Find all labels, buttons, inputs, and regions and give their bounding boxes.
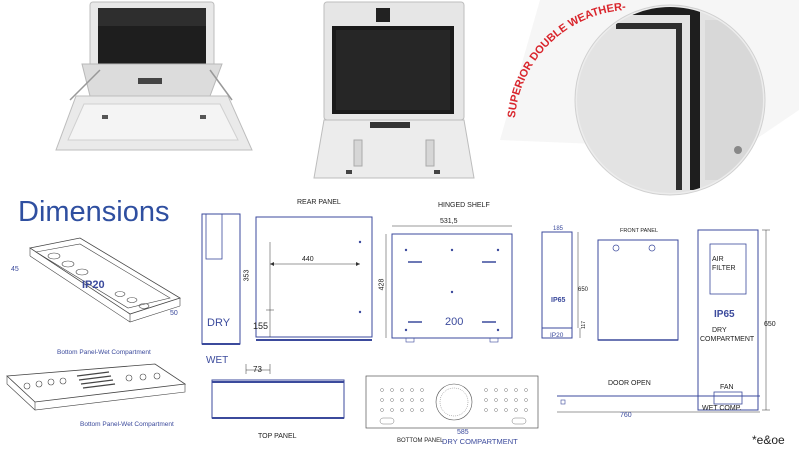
dim-650b: 650	[764, 321, 776, 328]
drawing-front-panel	[590, 234, 690, 349]
drawing-door-open	[555, 386, 770, 416]
fan-label: FAN	[720, 384, 734, 391]
dry-compartment-caption: DRY COMPARTMENT	[442, 437, 518, 446]
seal-banner-text: SUPERIOR DOUBLE WEATHER-RESISTANT SEAL	[501, 0, 626, 118]
hinged-shelf-title: HINGED SHELF	[438, 202, 490, 209]
dim-585: 585	[457, 429, 469, 436]
ip65-label-b: IP65	[714, 309, 735, 320]
drawing-side-profile	[199, 210, 249, 370]
ip65-label-a: IP65	[551, 297, 566, 304]
photo-cabinet-open-left	[55, 0, 260, 180]
air-filter-label-2: FILTER	[712, 265, 736, 272]
top-panel-title: TOP PANEL	[258, 433, 297, 440]
drawing-front-compartments	[690, 224, 799, 424]
wet-comp-label: WET COMP.	[702, 405, 742, 412]
drawing-rear-panel	[236, 212, 376, 382]
dim-428: 428	[378, 278, 386, 291]
photo-cabinet-screen	[310, 0, 480, 185]
dim-45: 45	[11, 266, 19, 273]
dim-200: 200	[445, 316, 464, 328]
footnote: *e&oe	[752, 433, 785, 447]
bottom-panel-title: BOTTOM PANEL	[397, 438, 444, 444]
door-open-label: DOOR OPEN	[608, 380, 651, 387]
dim-531: 531,5	[440, 218, 458, 225]
drawing-bottom-panel-vented	[362, 372, 547, 434]
caption-bottom-panel-wet-1: Bottom Panel-Wet Compartment	[57, 349, 151, 356]
ip20-label-a: IP20	[82, 279, 105, 291]
drawing-top-panel	[208, 378, 348, 428]
air-filter-label-1: AIR	[712, 256, 724, 263]
photo-seal-detail: SUPERIOR DOUBLE WEATHER-RESISTANT SEAL	[440, 0, 799, 196]
drawing-bottom-panel-wet-1	[20, 236, 190, 336]
dim-440: 440	[302, 256, 314, 263]
drawing-hinged-shelf	[378, 222, 528, 347]
dim-117: 117	[580, 321, 587, 329]
svg-text:SUPERIOR DOUBLE WEATHER-RESIST: SUPERIOR DOUBLE WEATHER-RESISTANT SEAL	[501, 0, 626, 118]
front-panel-title: FRONT PANEL	[620, 228, 658, 234]
dry-compartment-label-1: DRY	[712, 327, 727, 334]
dim-155: 155	[253, 321, 269, 331]
wet-label: WET	[206, 355, 229, 366]
drawing-bottom-panel-wet-2	[5, 362, 190, 417]
rear-panel-title: REAR PANEL	[297, 199, 341, 206]
dim-50: 50	[170, 310, 178, 317]
dim-650a: 650	[578, 287, 589, 293]
caption-bottom-panel-wet-2: Bottom Panel-Wet Compartment	[80, 421, 174, 428]
dry-compartment-label-2: COMPARTMENT	[700, 336, 755, 343]
dry-label: DRY	[207, 317, 231, 329]
dim-73: 73	[253, 365, 262, 374]
dim-353: 353	[243, 269, 251, 282]
page-title: Dimensions	[18, 196, 170, 228]
dim-760: 760	[620, 412, 632, 419]
dim-185: 185	[553, 226, 564, 232]
drawing-side-ip	[536, 222, 586, 347]
ip20-label-b: IP20	[550, 332, 564, 339]
